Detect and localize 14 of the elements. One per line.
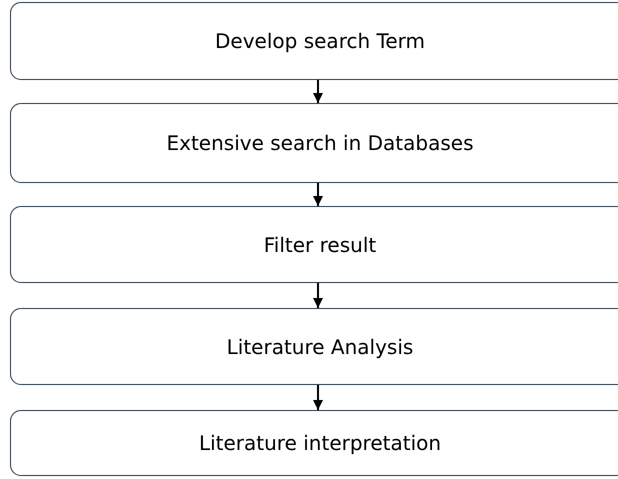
process-box xyxy=(10,2,618,80)
arrow xyxy=(313,385,323,410)
arrow xyxy=(313,183,323,206)
arrow xyxy=(313,80,323,103)
process-box xyxy=(10,410,618,476)
process-box xyxy=(10,206,618,283)
process-box xyxy=(10,308,618,385)
process-box xyxy=(10,103,618,183)
step-label: Develop search Term xyxy=(215,29,425,53)
step-label: Literature interpretation xyxy=(198,431,442,455)
step-label: Filter result xyxy=(264,232,376,256)
step-label: Literature Analysis xyxy=(226,334,414,358)
arrow xyxy=(313,283,323,308)
step-label: Extensive search in Databases xyxy=(166,131,474,155)
